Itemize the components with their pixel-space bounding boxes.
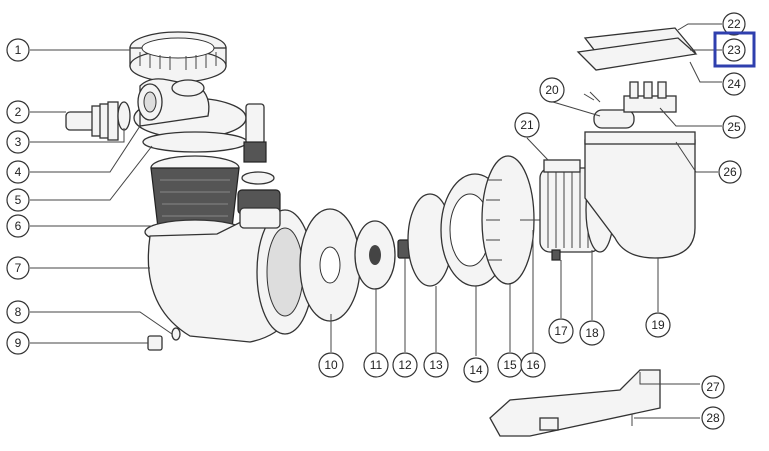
part-hose-connector: [65, 101, 119, 141]
svg-text:26: 26: [723, 165, 737, 179]
callout-17: 17: [548, 318, 574, 344]
svg-text:11: 11: [370, 358, 383, 372]
svg-text:13: 13: [429, 358, 443, 372]
callout-5: 5: [6, 188, 30, 212]
part-impeller: [354, 220, 396, 290]
callout-24: 24: [722, 72, 746, 96]
callout-14: 14: [463, 357, 489, 383]
callout-10: 10: [318, 352, 344, 378]
leader-lines: [30, 23, 722, 419]
part-terminal-block: [623, 81, 677, 113]
svg-text:18: 18: [585, 326, 599, 340]
svg-text:1: 1: [15, 43, 22, 57]
svg-text:14: 14: [469, 363, 483, 377]
callout-3: 3: [6, 130, 30, 154]
callout-11: 11: [363, 352, 389, 378]
svg-text:2: 2: [15, 105, 22, 119]
callout-22: 22: [722, 12, 746, 36]
callout-13: 13: [423, 352, 449, 378]
svg-text:27: 27: [706, 380, 720, 394]
svg-text:23: 23: [727, 43, 741, 57]
callout-20: 20: [539, 77, 565, 103]
svg-text:21: 21: [520, 118, 534, 132]
part-diffuser: [299, 208, 361, 322]
callout-highlight-box: [713, 31, 756, 68]
callout-12: 12: [392, 352, 418, 378]
part-lid-ring: [129, 31, 227, 83]
callout-16: 16: [520, 352, 546, 378]
svg-text:20: 20: [545, 83, 559, 97]
part-pump-housing: [147, 207, 314, 343]
part-capacitor: [583, 91, 635, 129]
callout-8: 8: [6, 300, 30, 324]
svg-text:5: 5: [15, 193, 22, 207]
svg-text:15: 15: [503, 358, 517, 372]
callout-4: 4: [6, 160, 30, 184]
svg-text:25: 25: [727, 120, 741, 134]
svg-text:3: 3: [15, 135, 22, 149]
callout-19: 19: [645, 312, 671, 338]
callout-1: 1: [6, 38, 30, 62]
svg-text:16: 16: [526, 358, 540, 372]
callout-28: 28: [701, 406, 725, 430]
svg-text:9: 9: [15, 336, 22, 350]
part-union-fitting: [237, 103, 281, 215]
svg-text:10: 10: [324, 358, 338, 372]
callout-7: 7: [6, 256, 30, 280]
callout-21: 21: [514, 112, 540, 138]
part-o-ring-small: [117, 101, 131, 131]
part-cover-gasket: [142, 131, 248, 153]
svg-text:6: 6: [15, 219, 22, 233]
svg-text:22: 22: [727, 17, 741, 31]
callout-27: 27: [701, 375, 725, 399]
svg-text:24: 24: [727, 77, 741, 91]
part-pump-base: [489, 369, 661, 437]
svg-text:12: 12: [398, 358, 412, 372]
svg-text:8: 8: [15, 305, 22, 319]
callout-6: 6: [6, 214, 30, 238]
svg-text:17: 17: [554, 324, 568, 338]
part-motor-cover: [584, 131, 696, 259]
svg-text:4: 4: [15, 165, 22, 179]
part-drain-plug: [147, 327, 181, 351]
svg-text:19: 19: [651, 318, 665, 332]
callout-18: 18: [579, 320, 605, 346]
callout-23: 23: [722, 38, 746, 62]
callout-26: 26: [718, 160, 742, 184]
svg-text:28: 28: [706, 411, 720, 425]
callout-9: 9: [6, 331, 30, 355]
callout-25: 25: [722, 115, 746, 139]
callout-15: 15: [497, 352, 523, 378]
part-strainer-cover: [133, 78, 247, 139]
part-terminal-cover: [576, 27, 698, 71]
callout-2: 2: [6, 100, 30, 124]
svg-text:7: 7: [15, 261, 22, 275]
